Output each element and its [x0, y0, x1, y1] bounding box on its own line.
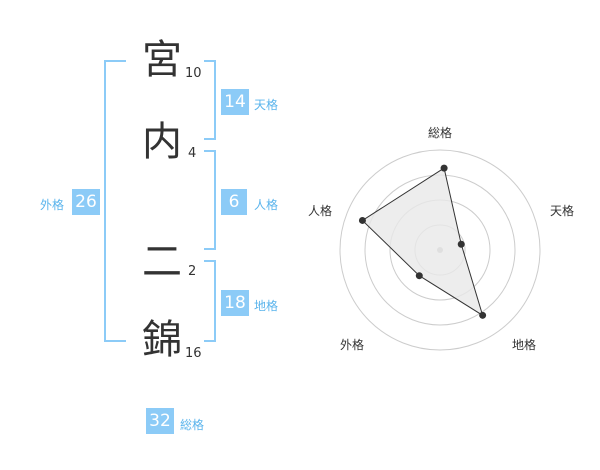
- radar-point-2: [479, 311, 487, 319]
- radar-label-gaikaku: 外格: [340, 338, 365, 352]
- radar-ring: [364, 174, 516, 326]
- radar-point-4: [358, 216, 366, 224]
- radar-ring: [339, 149, 541, 351]
- stroke-count-4: 16: [185, 346, 202, 361]
- chikaku-badge: 18: [221, 290, 249, 316]
- radar-point-3: [415, 272, 423, 280]
- radar-label-tenkaku: 天格: [550, 204, 575, 218]
- soukaku-label: 総格: [180, 418, 205, 432]
- radar-point-1: [457, 240, 465, 248]
- radar-label-chikaku: 地格: [512, 338, 537, 352]
- jinkaku-bracket: [204, 150, 216, 250]
- gaikaku-label: 外格: [40, 198, 65, 212]
- radar-ring: [389, 199, 491, 301]
- jinkaku-badge: 6: [221, 189, 247, 215]
- jinkaku-label: 人格: [254, 198, 279, 212]
- radar-center: [437, 247, 443, 253]
- name-char-3: 二: [142, 239, 182, 285]
- gaikaku-bracket: [104, 60, 126, 342]
- gaikaku-badge: 26: [72, 189, 100, 215]
- chikaku-label: 地格: [254, 299, 279, 313]
- radar-label-soukaku: 総格: [428, 126, 453, 140]
- radar-label-jinkaku: 人格: [308, 204, 333, 218]
- stroke-count-2: 4: [188, 146, 197, 161]
- radar-area: [361, 167, 484, 317]
- stroke-count-3: 2: [188, 264, 197, 279]
- name-char-1: 宮: [142, 37, 182, 83]
- stroke-count-1: 10: [185, 66, 202, 81]
- name-char-4: 錦: [142, 317, 182, 363]
- tenkaku-badge: 14: [221, 89, 249, 115]
- radar-point-0: [440, 164, 448, 172]
- chikaku-bracket: [204, 260, 216, 342]
- name-char-2: 内: [142, 119, 182, 165]
- radar-ring: [414, 224, 466, 276]
- soukaku-badge: 32: [146, 408, 174, 434]
- tenkaku-bracket: [204, 60, 216, 140]
- tenkaku-label: 天格: [254, 98, 279, 112]
